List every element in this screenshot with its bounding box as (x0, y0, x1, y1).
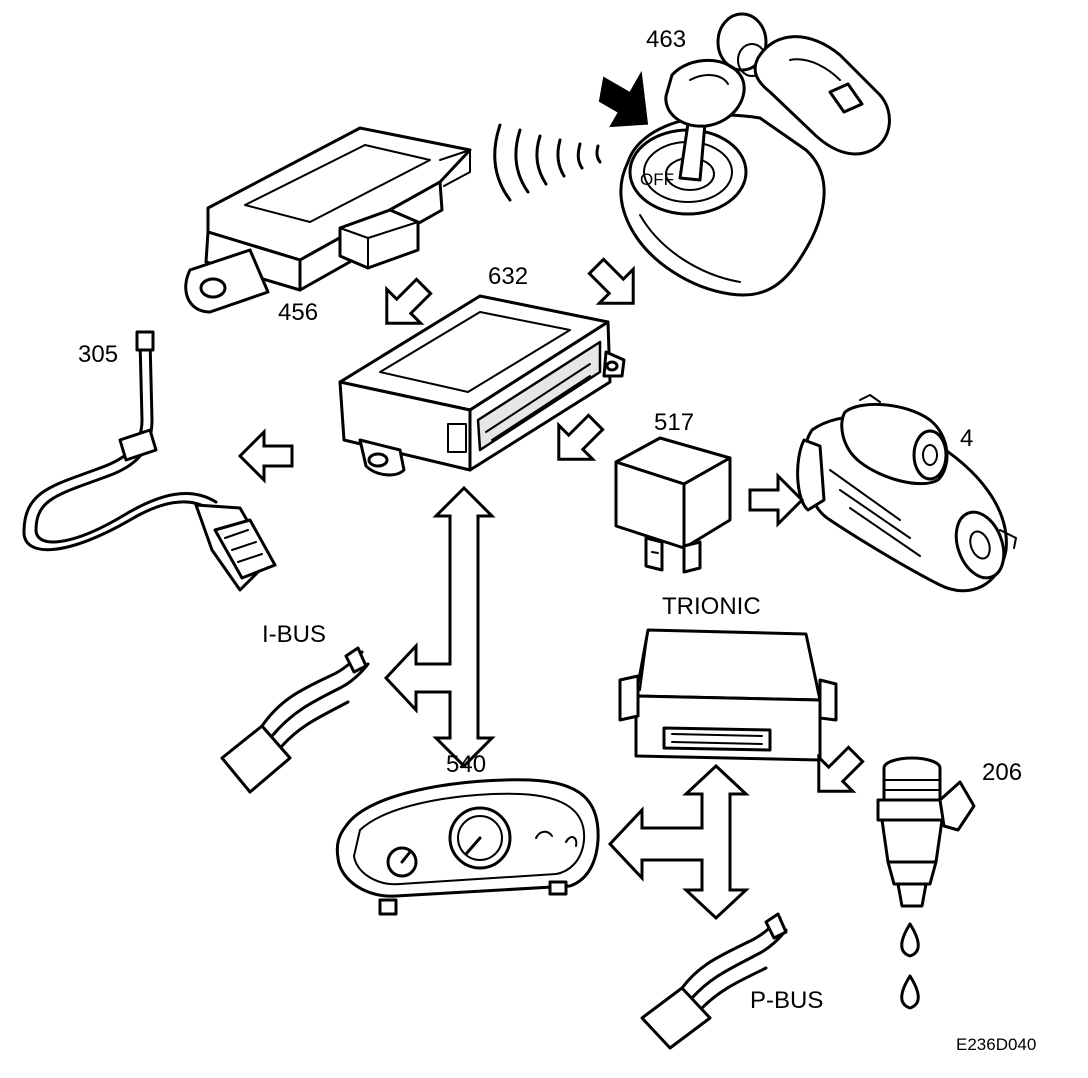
arrow-517-to-4 (748, 472, 805, 528)
starter-motor-icon (796, 394, 1017, 593)
component-labels: 463 456 632 305 517 4 TRIONIC 540 206 I-… (78, 26, 1036, 1054)
label-456: 456 (278, 299, 318, 326)
figure-code: E236D040 (956, 1035, 1036, 1054)
label-305: 305 (78, 341, 118, 368)
label-463: 463 (646, 26, 686, 53)
module-456-icon (184, 126, 472, 314)
label-trionic: TRIONIC (662, 593, 761, 620)
ignition-key-fob-icon: OFF (493, 12, 891, 297)
i-bus-double-arrow (383, 485, 496, 769)
signal-arrows (237, 257, 865, 921)
relay-icon (614, 436, 732, 574)
label-540: 540 (446, 751, 486, 778)
label-i-bus: I-BUS (262, 621, 326, 648)
instrument-cluster-icon (335, 778, 600, 916)
label-4: 4 (960, 425, 973, 452)
p-bus-double-arrow (607, 763, 750, 921)
label-517: 517 (654, 409, 694, 436)
arrow-632-to-517 (557, 413, 605, 461)
arrow-456-to-632 (385, 277, 433, 325)
label-206: 206 (982, 759, 1022, 786)
p-bus-connector-icon (640, 912, 788, 1050)
arrow-463-to-632 (587, 257, 635, 305)
module-632-icon (338, 294, 626, 477)
antenna-cable-icon (22, 330, 277, 592)
arrow-632-to-305 (237, 428, 294, 484)
fuel-injector-icon (876, 756, 976, 1010)
arrow-trionic-to-206 (817, 745, 865, 793)
i-bus-connector-icon (220, 646, 370, 794)
svg-text:OFF: OFF (640, 170, 674, 189)
label-632: 632 (488, 263, 528, 290)
engine-control-module-icon (618, 628, 838, 762)
label-p-bus: P-BUS (750, 987, 823, 1014)
